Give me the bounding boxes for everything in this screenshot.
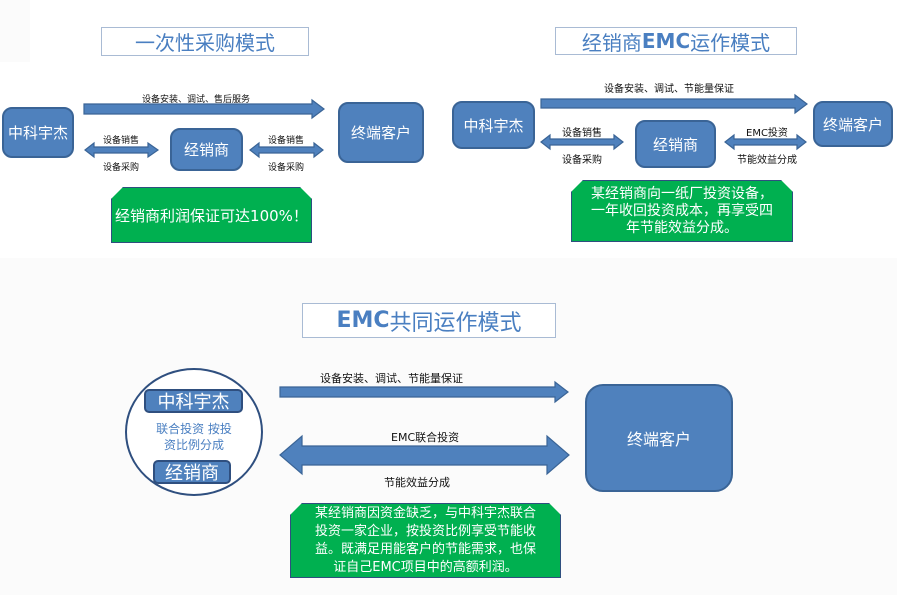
p1-right-arrow-bottom-label: 设备采购 [268, 163, 305, 173]
panel-edge [0, 0, 30, 62]
p1-top-arrow [83, 98, 325, 120]
p3-joint-text-line: 资比例分成 [163, 438, 224, 452]
p3-note-line: 投资一家企业，按投资比例享受节能收 [314, 523, 536, 539]
p1-node-customer: 终端客户 [338, 102, 424, 163]
p3-node-customer: 终端客户 [585, 384, 733, 492]
p3-mid-arrow-bottom-label: 节能效益分成 [384, 476, 450, 489]
p3-double-arrow [279, 434, 570, 476]
p2-left-arrow-bottom-label: 设备采购 [562, 155, 602, 166]
p3-note-line: 证自己EMC项目中的高额利润。 [333, 559, 518, 575]
p1-left-arrow-top-label: 设备销售 [103, 136, 140, 146]
p2-note-line: 一年收回投资成本，再享受四 [591, 202, 773, 219]
p2-note-line: 年节能效益分成。 [626, 219, 738, 236]
panel2-title-post: 运作模式 [690, 30, 771, 55]
p1-left-double-arrow [84, 141, 160, 159]
p3-node-manufacturer: 中科宇杰 [144, 389, 243, 413]
p3-top-arrow-label: 设备安装、调试、节能量保证 [320, 372, 463, 385]
p3-note-line: 益。既满足用能客户的节能需求，也保 [314, 541, 536, 557]
p2-left-arrow-top-label: 设备销售 [562, 128, 602, 139]
p1-note-text: 经销商利润保证可达100%！ [115, 206, 308, 225]
p2-right-double-arrow [724, 133, 807, 151]
p3-note-line: 某经销商因资金缺乏，与中科宇杰联合 [314, 505, 536, 521]
p2-right-arrow-top-label: EMC投资 [746, 128, 788, 139]
p2-node-manufacturer: 中科宇杰 [452, 101, 535, 149]
p2-top-arrow [540, 93, 808, 115]
p2-note: 某经销商向一纸厂投资设备， 一年收回投资成本，再享受四 年节能效益分成。 [571, 180, 793, 242]
p2-left-double-arrow [540, 133, 624, 151]
p2-node-customer: 终端客户 [813, 101, 893, 147]
p3-node-dealer: 经销商 [153, 460, 231, 484]
p3-note: 某经销商因资金缺乏，与中科宇杰联合 投资一家企业，按投资比例享受节能收 益。既满… [290, 503, 561, 578]
p2-top-arrow-label: 设备安装、调试、节能量保证 [604, 84, 734, 95]
p3-joint-text-line: 联合投资 按投 [156, 422, 232, 436]
p1-node-manufacturer: 中科宇杰 [2, 107, 74, 158]
p2-note-line: 某经销商向一纸厂投资设备， [591, 185, 773, 202]
panel1-title: 一次性采购模式 [101, 27, 309, 56]
panel2-title-bold: EMC [641, 29, 691, 53]
p1-top-arrow-label: 设备安装、调试、售后服务 [142, 95, 251, 105]
p3-top-arrow [279, 380, 569, 404]
panel2-title-pre: 经销商 [581, 30, 642, 55]
p1-node-dealer: 经销商 [170, 128, 243, 171]
p1-note: 经销商利润保证可达100%！ [111, 187, 312, 243]
panel3-title-post: 共同运作模式 [389, 310, 522, 336]
p2-node-dealer: 经销商 [635, 120, 716, 168]
p2-right-arrow-bottom-label: 节能效益分成 [737, 155, 797, 166]
panel1-title-text: 一次性采购模式 [135, 31, 275, 55]
panel3-title-bold: EMC [336, 308, 390, 333]
p1-left-arrow-bottom-label: 设备采购 [103, 163, 140, 173]
p1-right-arrow-top-label: 设备销售 [268, 136, 305, 146]
p1-right-double-arrow [249, 141, 324, 159]
p3-joint-text: 联合投资 按投 资比例分成 [143, 421, 245, 453]
p3-mid-arrow-top-label: EMC联合投资 [391, 431, 460, 444]
